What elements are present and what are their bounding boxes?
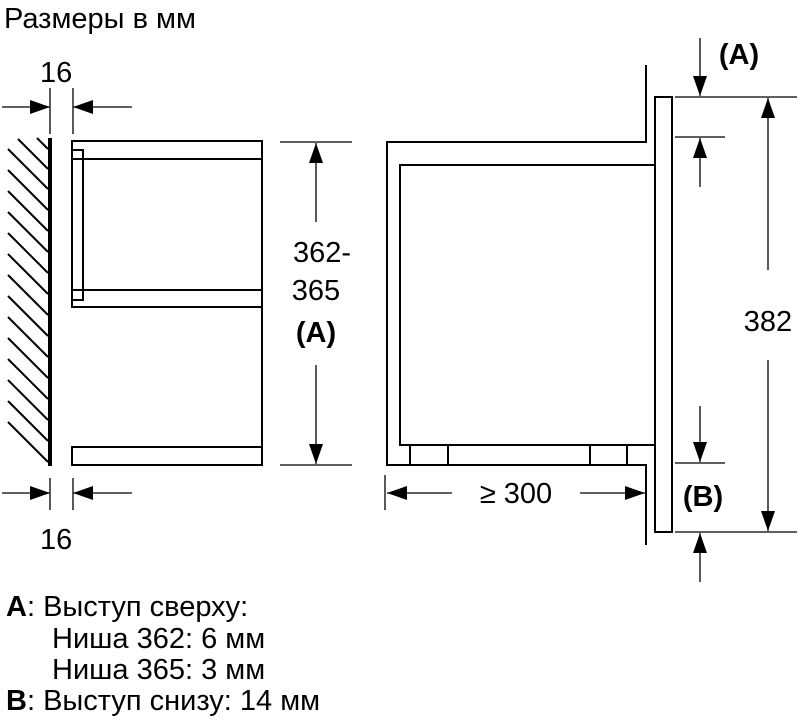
wall xyxy=(7,137,52,466)
niche-height-line2: 365 xyxy=(292,275,340,307)
label-a: (A) xyxy=(719,39,759,71)
legend-b-key: B xyxy=(6,685,27,717)
depth-dimension xyxy=(384,475,645,510)
niche-height-ref: (A) xyxy=(296,317,336,349)
depth-label: ≥ 300 xyxy=(480,478,552,510)
legend-a-niche-362: Ниша 362: 6 мм xyxy=(52,623,266,655)
legend-a-key: A xyxy=(6,591,27,623)
gap-top-label: 16 xyxy=(40,57,72,89)
gap-dimension-top xyxy=(2,88,132,134)
wall-hatching xyxy=(7,137,49,463)
front-height-dimension xyxy=(675,38,797,582)
diagram-title: Размеры в мм xyxy=(4,3,196,35)
legend-b-text: : Выступ снизу: 14 мм xyxy=(26,685,321,717)
gap-dimension-bottom xyxy=(2,478,132,510)
niche-height-dimension xyxy=(280,141,352,466)
label-b: (B) xyxy=(683,481,723,513)
front-panel xyxy=(654,96,673,533)
front-height-label: 382 xyxy=(744,306,792,338)
niche-height-line1: 362- xyxy=(293,237,351,269)
gap-bottom-label: 16 xyxy=(40,524,72,556)
legend-a-niche-365: Ниша 365: 3 мм xyxy=(52,654,266,686)
niche-side-view xyxy=(386,65,673,545)
legend-a: A: Выступ сверху: xyxy=(6,592,248,622)
cabinet xyxy=(71,140,263,466)
legend-b: B: Выступ снизу: 14 мм xyxy=(6,686,320,716)
legend-a-text: : Выступ сверху: xyxy=(26,591,249,623)
